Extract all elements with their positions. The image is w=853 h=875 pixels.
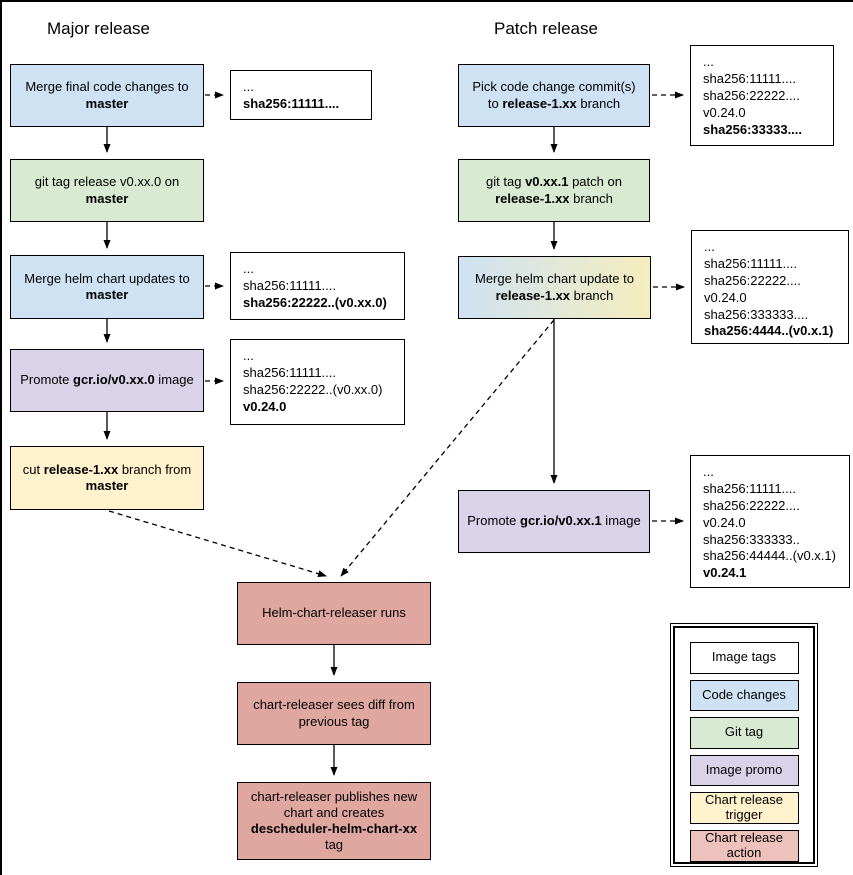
annotation-line: sha256:22222.... — [703, 497, 800, 513]
dashed-arrow — [108, 510, 327, 578]
annotation-line: sha256:33333.... — [703, 121, 803, 137]
annotation-line: v0.24.0 — [703, 514, 746, 530]
annotation-tags-after-helm-release: ...sha256:11111....sha256:22222....v0.24… — [691, 230, 849, 344]
annotation-line: ... — [243, 79, 254, 94]
major-release-title: Major release — [47, 19, 150, 38]
legend-item-image-tags: Image tags — [689, 642, 799, 674]
annotation-line: ... — [703, 54, 714, 69]
annotation-line: v0.24.1 — [703, 565, 747, 581]
flow-box-label: Merge helm chart updates to master — [24, 270, 194, 302]
flow-box-label: Merge final code changes to master — [25, 79, 193, 111]
annotation-line: v0.24.0 — [243, 398, 287, 414]
flow-box-label: Helm-chart-releaser runs — [262, 605, 406, 621]
annotation-line: v0.24.0 — [703, 104, 746, 120]
annotation-line: sha256:11111.... — [243, 95, 340, 111]
annotation-line: sha256:22222..(v0.xx.0) — [243, 294, 387, 310]
annotation-tags-after-helm-master: ...sha256:11111....sha256:22222..(v0.xx.… — [230, 252, 405, 320]
annotation-line: sha256:11111.... — [703, 70, 796, 86]
annotation-line: sha256:11111.... — [704, 255, 797, 271]
flow-box-label: git tag release v0.xx.0 on master — [34, 174, 183, 206]
flow-box-pick-code-change: Pick code change commit(s) to release-1.… — [458, 64, 650, 127]
annotation-line: sha256:333333.. — [703, 531, 800, 547]
flow-box-label: Promote gcr.io/v0.xx.0 image — [20, 372, 194, 388]
annotation-line: sha256:22222.... — [703, 87, 800, 103]
annotation-line: sha256:44444..(v0.x.1) — [703, 548, 836, 564]
annotation-line: v0.24.0 — [704, 289, 747, 305]
flow-box-merge-helm-chart-release: Merge helm chart update to release-1.xx … — [458, 256, 651, 319]
annotation-tags-after-final-code: ...sha256:11111.... — [230, 70, 372, 120]
annotation-tags-after-promote-major: ...sha256:11111....sha256:22222..(v0.xx.… — [230, 339, 405, 425]
flow-box-label: chart-releaser sees diff from previous t… — [253, 697, 419, 729]
annotation-line: sha256:11111.... — [243, 364, 336, 380]
flow-box-label: cut release-1.xx branch from master — [22, 461, 195, 493]
annotation-line: sha256:333333.... — [704, 306, 809, 322]
annotation-tags-after-pick-commit: ...sha256:11111....sha256:22222....v0.24… — [690, 45, 834, 146]
legend-item-git-tag: Git tag — [689, 717, 799, 749]
legend-item-chart-release-trigger: Chart release trigger — [689, 792, 799, 824]
annotation-line: sha256:22222.... — [704, 272, 801, 288]
flow-box-promote-image-patch: Promote gcr.io/v0.xx.1 image — [458, 490, 650, 553]
flow-box-label: Merge helm chart update to release-1.xx … — [475, 271, 638, 303]
flow-box-chart-releaser-sees-diff: chart-releaser sees diff from previous t… — [237, 682, 431, 745]
annotation-line: sha256:11111.... — [703, 480, 796, 496]
legend-item-code-changes: Code changes — [689, 679, 799, 711]
patch-release-title: Patch release — [494, 19, 598, 38]
annotation-line: sha256:22222..(v0.xx.0) — [243, 381, 383, 397]
flow-box-label: chart-releaser publishes new chart and c… — [250, 788, 421, 853]
annotation-line: ... — [243, 261, 254, 276]
legend-item-chart-release-action: Chart release action — [689, 830, 799, 862]
annotation-line: sha256:4444..(v0.x.1) — [704, 323, 834, 339]
annotation-line: sha256:11111.... — [243, 277, 336, 293]
annotation-line: ... — [704, 239, 715, 254]
flow-box-helm-chart-releaser-runs: Helm-chart-releaser runs — [237, 582, 431, 645]
flow-box-label: Promote gcr.io/v0.xx.1 image — [467, 513, 641, 529]
flow-box-git-tag-major: git tag release v0.xx.0 on master — [10, 159, 204, 222]
flow-box-label: git tag v0.xx.1 patch on release-1.xx br… — [486, 174, 626, 206]
flow-box-promote-image-major: Promote gcr.io/v0.xx.0 image — [10, 349, 204, 412]
flow-box-label: Pick code change commit(s) to release-1.… — [472, 79, 640, 111]
flow-box-merge-helm-chart-master: Merge helm chart updates to master — [10, 255, 204, 319]
flow-box-git-tag-patch: git tag v0.xx.1 patch on release-1.xx br… — [458, 159, 650, 222]
flow-box-merge-final-code: Merge final code changes to master — [10, 64, 204, 127]
flow-box-chart-releaser-publishes: chart-releaser publishes new chart and c… — [237, 782, 431, 860]
flow-box-cut-release-branch: cut release-1.xx branch from master — [10, 446, 204, 510]
legend-item-image-promo: Image promo — [689, 754, 799, 786]
annotation-line: ... — [243, 348, 254, 363]
annotation-tags-after-promote-patch: ...sha256:11111....sha256:22222....v0.24… — [690, 455, 850, 588]
annotation-line: ... — [703, 464, 714, 479]
